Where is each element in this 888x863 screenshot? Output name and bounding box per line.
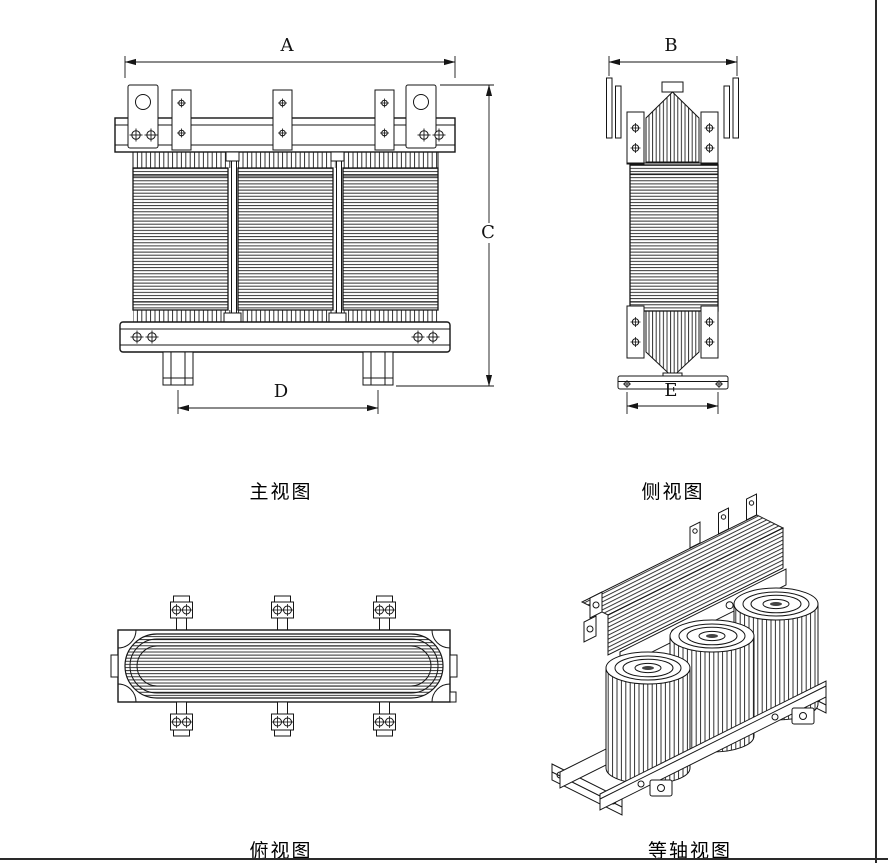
front-dimension-lines bbox=[124, 56, 494, 414]
iso-mounting-pads bbox=[649, 707, 815, 797]
front-coil-windings bbox=[132, 167, 439, 311]
front-view-drawing bbox=[114, 56, 494, 414]
side-view-label: 侧视图 bbox=[641, 481, 705, 503]
side-top-core bbox=[626, 81, 719, 165]
side-bottom-core bbox=[626, 305, 719, 383]
top-lower-terminals bbox=[170, 701, 396, 737]
iso-terminals bbox=[689, 493, 757, 549]
dimension-label-a: A bbox=[280, 35, 294, 56]
top-side-tabs bbox=[110, 654, 458, 703]
isometric-view-drawing bbox=[551, 493, 827, 816]
side-top-plates bbox=[606, 77, 739, 139]
dimension-label-e: E bbox=[664, 380, 678, 401]
iso-coil-middle bbox=[669, 619, 755, 753]
front-bottom-clamp bbox=[119, 321, 451, 353]
front-view-label: 主视图 bbox=[249, 481, 313, 503]
top-view-drawing bbox=[110, 595, 458, 737]
side-coil-winding bbox=[629, 164, 719, 312]
iso-coil-right bbox=[733, 587, 819, 721]
dimension-label-c: C bbox=[476, 223, 500, 243]
front-bottom-core-fins bbox=[133, 310, 438, 322]
side-dimension-lines bbox=[608, 56, 738, 414]
top-view-label: 俯视图 bbox=[249, 840, 313, 862]
iso-coil-left bbox=[605, 651, 691, 785]
top-corner-brackets bbox=[117, 629, 451, 703]
dimension-label-b: B bbox=[664, 35, 678, 56]
side-view-drawing bbox=[606, 56, 739, 414]
drawing-border-bottom bbox=[0, 858, 888, 860]
iso-front-rail bbox=[599, 680, 827, 811]
drawing-border-right bbox=[875, 0, 877, 863]
top-upper-terminals bbox=[170, 595, 396, 631]
front-tie-rods bbox=[223, 151, 347, 325]
top-coil-stadium bbox=[124, 633, 444, 699]
iso-view-label: 等轴视图 bbox=[647, 840, 732, 862]
dimension-label-d: D bbox=[273, 381, 289, 402]
side-base-plate bbox=[617, 375, 729, 390]
front-terminal-brackets bbox=[127, 84, 437, 151]
front-mounting-feet bbox=[162, 351, 394, 386]
iso-end-tabs bbox=[583, 591, 603, 643]
front-top-core-fins bbox=[133, 152, 438, 168]
